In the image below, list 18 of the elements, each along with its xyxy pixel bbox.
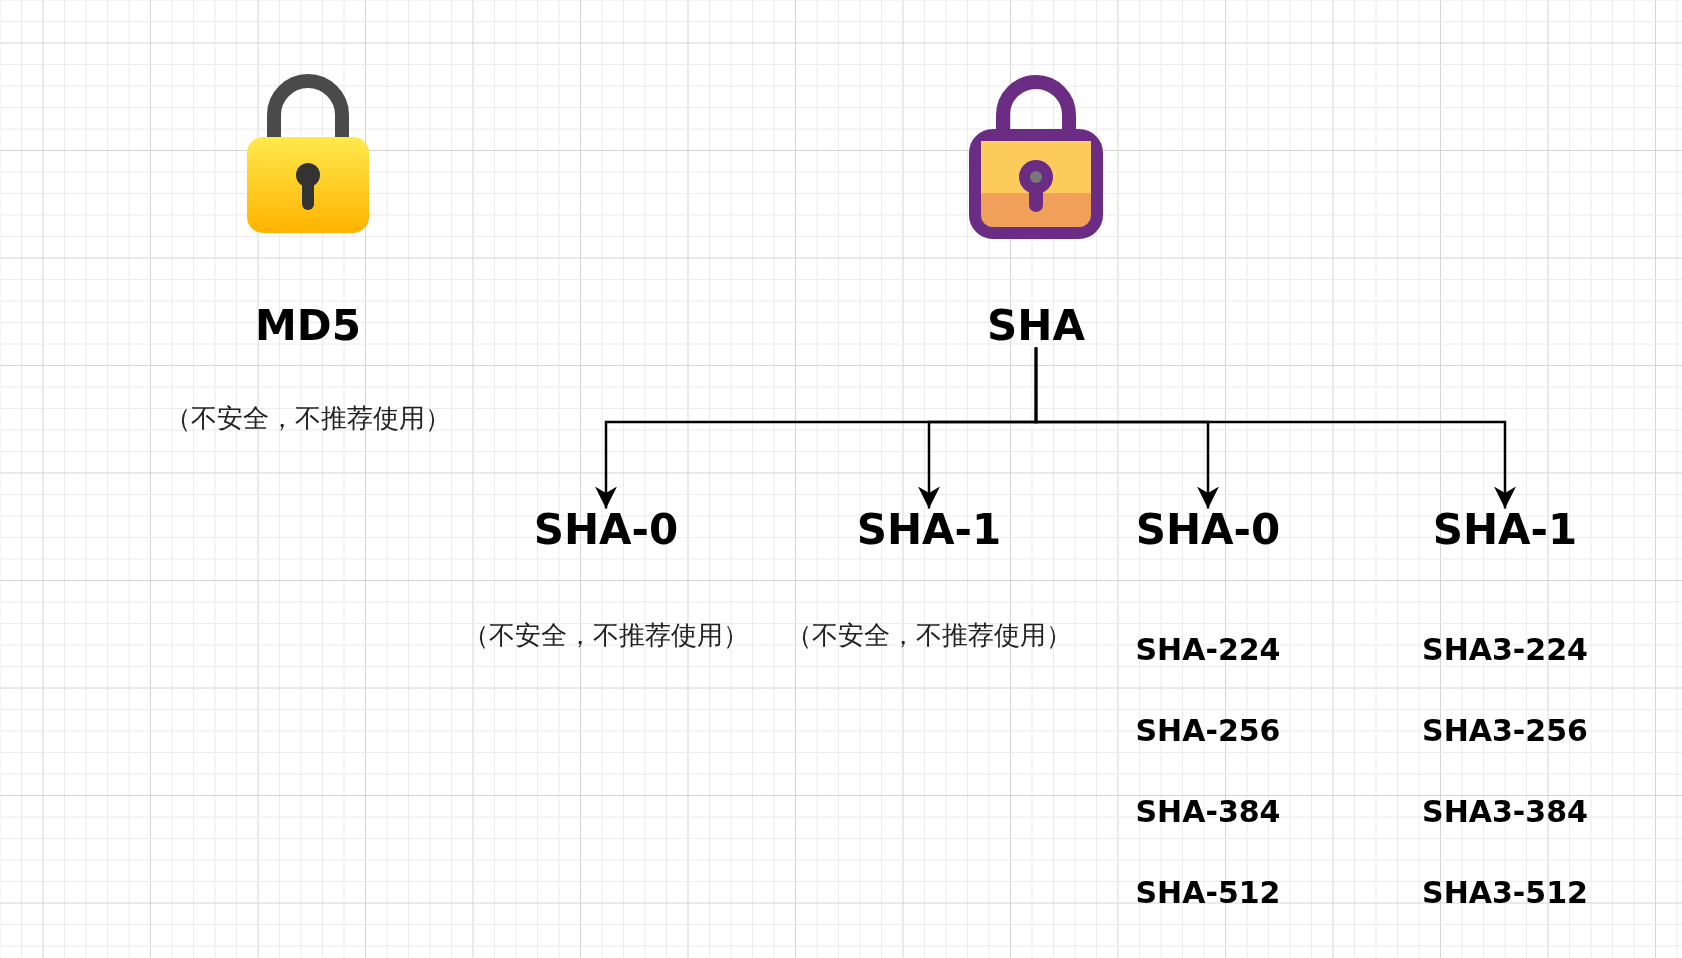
algorithm-name: SHA-0 bbox=[533, 504, 679, 554]
note-text: （不安全，不推荐使用） bbox=[786, 618, 1072, 652]
algorithm-name: MD5 bbox=[255, 300, 361, 350]
note-text: （不安全，不推荐使用） bbox=[165, 401, 451, 435]
algorithm-name: SHA bbox=[987, 300, 1085, 350]
note-text: （不安全，不推荐使用） bbox=[463, 618, 749, 652]
variant-name: SHA3-512 bbox=[1422, 874, 1588, 910]
variant-name: SHA-384 bbox=[1135, 793, 1281, 829]
arrow bbox=[1034, 347, 1516, 509]
variant-name: SHA3-224 bbox=[1422, 631, 1588, 667]
variant-name: SHA3-384 bbox=[1422, 793, 1588, 829]
algorithm-name: SHA-0 bbox=[1135, 504, 1281, 554]
variant-name: SHA3-256 bbox=[1422, 712, 1588, 748]
variant-name: SHA-512 bbox=[1135, 874, 1281, 910]
variant-name: SHA-224 bbox=[1135, 631, 1281, 667]
algorithm-name: SHA-1 bbox=[856, 504, 1002, 554]
variant-name: SHA-256 bbox=[1135, 712, 1281, 748]
algorithm-name: SHA-1 bbox=[1432, 504, 1578, 554]
